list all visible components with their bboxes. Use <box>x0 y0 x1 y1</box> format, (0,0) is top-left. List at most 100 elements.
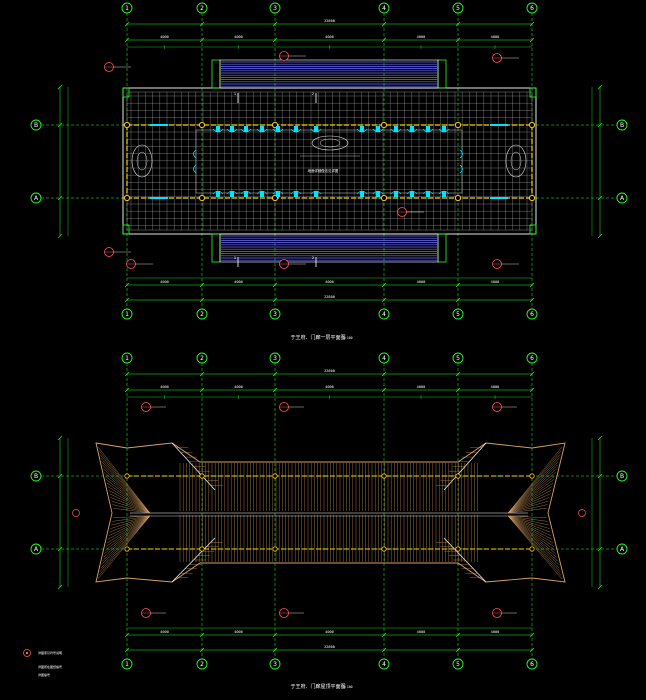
axis-top-1-bubble <box>121 352 133 364</box>
axis-bottom-1: 1 <box>125 661 129 668</box>
cyan-mark-top-11 <box>426 126 430 132</box>
dim-tick <box>124 647 130 653</box>
arc-bottom-6 <box>310 190 322 195</box>
cyan-bar-1 <box>150 124 168 126</box>
arc-bottom-3 <box>256 190 268 195</box>
axis-top-6: 6 <box>530 355 534 362</box>
axis-top-1: 1 <box>125 5 129 12</box>
dim-top-sub-3: 4000 <box>417 35 426 39</box>
axis-bottom-4-bubble <box>378 308 390 320</box>
end-ornament-inner-0 <box>136 151 148 171</box>
roof-column-4-1 <box>455 546 461 552</box>
arc-top-12 <box>438 128 450 133</box>
dim-tick <box>272 21 278 27</box>
arc-top-10 <box>406 128 418 133</box>
arc-bottom-10 <box>406 190 418 195</box>
axis-right-B-bubble <box>616 119 628 131</box>
side-arc-3 <box>459 164 463 174</box>
dim-bottom-sub-2: 4000 <box>325 630 334 634</box>
dim-tick <box>597 233 603 239</box>
stair-top-outline <box>219 59 439 89</box>
axis-bottom-3-bubble <box>269 308 281 320</box>
dim-tick <box>455 297 461 303</box>
hip-left-bottom <box>100 515 151 569</box>
axis-bottom-5: 5 <box>456 311 460 318</box>
hip-left-bottom <box>105 515 151 551</box>
hip-left-top <box>106 482 151 514</box>
dim-tick <box>455 282 461 288</box>
cyan-mark-bottom-10 <box>410 191 414 197</box>
hip-left-bottom <box>98 515 151 576</box>
dim-tick <box>381 21 387 27</box>
arc-top-9 <box>390 128 402 133</box>
hip-left-top <box>107 486 151 514</box>
hip-right-top <box>507 500 549 514</box>
dim-tick <box>199 387 205 393</box>
section-label-1: 2 <box>312 92 314 96</box>
column-5-1 <box>528 194 536 202</box>
building-inner-outline <box>126 91 533 231</box>
wall-end-3 <box>529 224 537 235</box>
end-ornament-inner-1 <box>510 151 522 171</box>
dim-tick <box>272 297 278 303</box>
cyan-mark-bottom-7 <box>360 191 364 197</box>
hip-right-top <box>507 493 551 514</box>
dim-top-total: 22800 <box>324 19 335 23</box>
roof-column-2-1 <box>272 546 278 552</box>
cyan-mark-bottom-11 <box>426 191 430 197</box>
axis-bottom-4-bubble <box>378 658 390 670</box>
cyan-mark-top-12 <box>442 126 446 132</box>
cyan-mark-bottom-8 <box>376 191 380 197</box>
dim-tick <box>381 297 387 303</box>
arc-top-2 <box>240 128 252 133</box>
cyan-mark-top-7 <box>360 126 364 132</box>
dim-top-sub-0: 4000 <box>160 35 169 39</box>
roof-outline <box>95 442 566 583</box>
hip-left-top <box>98 450 151 514</box>
hip-right-bottom <box>507 515 559 565</box>
dim-bottom-sub-1: 4000 <box>234 630 243 634</box>
axis-left-A: A <box>34 195 39 202</box>
dim-bottom-total: 22800 <box>324 645 335 649</box>
hip-right-bottom <box>507 515 561 572</box>
floor-plan-walls <box>122 59 537 263</box>
axis-bottom-2: 2 <box>200 311 204 318</box>
hip-left-top <box>100 457 151 514</box>
cyan-mark-bottom-5 <box>294 191 298 197</box>
arc-top-5 <box>290 128 302 133</box>
hip-right-top <box>507 497 550 514</box>
end-ornament-0 <box>131 144 153 178</box>
dim-top-sub-3: 4000 <box>417 385 426 389</box>
axis-bottom-5-bubble <box>452 308 464 320</box>
dim-tick <box>597 546 603 552</box>
wall-end-0 <box>122 87 130 98</box>
dim-bottom-sub-4: 4000 <box>491 280 500 284</box>
dim-tick <box>597 584 603 590</box>
arc-top-7 <box>356 128 368 133</box>
hip-right-top <box>507 454 561 514</box>
cyan-mark-top-4 <box>276 126 280 132</box>
side-arc-2 <box>459 149 463 159</box>
dim-tick <box>529 647 535 653</box>
dim-top-sub-4: 4000 <box>491 35 500 39</box>
hip-left-top <box>97 446 151 514</box>
legend-line-1: 详图索引符号说明 <box>38 650 62 655</box>
roof-column-3-1 <box>381 546 387 552</box>
axis-bottom-2: 2 <box>200 661 204 668</box>
hip-right-top <box>507 490 552 514</box>
hip-right-bottom <box>507 515 554 547</box>
hip-left-bottom <box>104 515 151 554</box>
hip-left-top <box>103 468 151 514</box>
arc-top-1 <box>226 128 238 133</box>
hip-left-top <box>109 493 151 514</box>
axis-right-B: B <box>620 122 624 129</box>
axis-top-6-bubble <box>526 2 538 14</box>
axis-top-4: 4 <box>382 5 386 12</box>
arc-bottom-0 <box>212 190 224 195</box>
hip-left-bottom <box>97 515 151 580</box>
hip-left-bottom <box>99 515 151 572</box>
dim-tick <box>124 21 130 27</box>
